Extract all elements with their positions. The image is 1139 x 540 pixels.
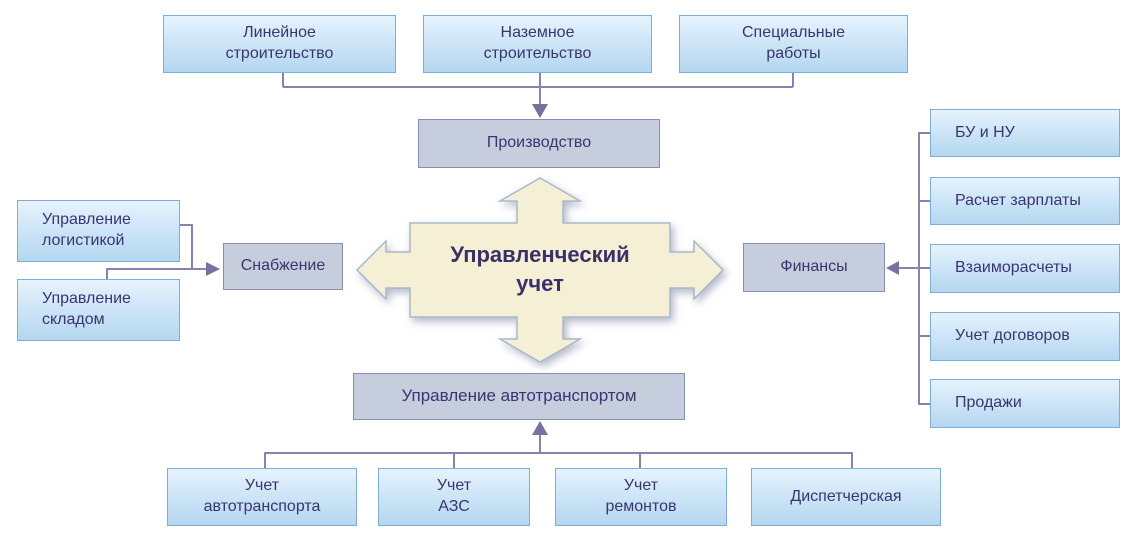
node-repairs-accounting: Учет ремонтов <box>555 468 727 526</box>
node-label-line: Взаиморасчеты <box>955 259 1072 277</box>
hub-supply: Снабжение <box>223 243 343 290</box>
node-accounting-tax: БУ и НУ <box>930 109 1120 157</box>
node-label-line: Учет договоров <box>955 327 1070 345</box>
node-logistics-management: Управление логистикой <box>17 200 180 262</box>
node-label-line: Управление <box>42 211 131 229</box>
connector-vehicle-group <box>264 421 853 468</box>
cross-title: Управленческий учет <box>410 223 670 317</box>
node-label-line: строительство <box>225 45 334 62</box>
node-label-line: Расчет зарплаты <box>955 191 1081 209</box>
connector-finance-group <box>886 132 930 405</box>
node-label-line: Учет <box>244 477 280 495</box>
node-ground-construction: Наземное строительство <box>423 15 652 73</box>
arrowhead-down-icon <box>532 104 548 118</box>
hub-label: Производство <box>486 134 592 152</box>
node-contracts: Учет договоров <box>930 312 1120 361</box>
node-vehicle-accounting: Учет автотранспорта <box>167 468 357 526</box>
cross-title-line: Управленческий <box>450 242 630 268</box>
node-label-line: Учет <box>436 477 472 495</box>
node-label-line: БУ и НУ <box>955 123 1015 141</box>
node-payroll: Расчет зарплаты <box>930 177 1120 225</box>
node-label-line: Наземное <box>500 24 575 42</box>
node-special-works: Специальные работы <box>679 15 908 73</box>
node-label-line: логистикой <box>42 232 125 249</box>
node-label-line: Линейное <box>243 24 316 42</box>
node-label-line: работы <box>766 45 821 62</box>
node-dispatch: Диспетчерская <box>751 468 941 526</box>
hub-production: Производство <box>418 119 660 168</box>
hub-label: Снабжение <box>240 257 326 275</box>
arrowhead-up-icon <box>532 421 548 435</box>
node-sales: Продажи <box>930 379 1120 428</box>
arrowhead-right-icon <box>206 262 220 276</box>
node-label-line: Продажи <box>955 394 1022 412</box>
node-warehouse-management: Управление складом <box>17 279 180 341</box>
node-label-line: строительство <box>483 45 592 62</box>
node-label-line: Управление <box>42 290 131 308</box>
node-label-line: Учет <box>623 477 659 495</box>
hub-vehicle-management: Управление автотранспортом <box>353 373 685 420</box>
node-label-line: складом <box>42 311 105 328</box>
node-label-line: АЗС <box>438 498 470 515</box>
arrowhead-left-icon <box>886 261 899 275</box>
cross-title-line: учет <box>516 271 564 296</box>
node-label-line: ремонтов <box>605 498 677 515</box>
cross-arrow-shape <box>355 177 725 363</box>
hub-label: Управление автотранспортом <box>401 386 637 406</box>
node-label-line: автотранспорта <box>203 498 321 515</box>
hub-label: Финансы <box>780 258 848 276</box>
connector-supply-group <box>106 224 220 280</box>
node-label-line: Диспетчерская <box>790 487 902 505</box>
node-gas-station-accounting: Учет АЗС <box>378 468 530 526</box>
connector-production-group <box>282 73 794 118</box>
node-linear-construction: Линейное строительство <box>163 15 396 73</box>
hub-finance: Финансы <box>743 243 885 292</box>
node-label-line: Специальные <box>741 24 846 42</box>
node-mutual-settlements: Взаиморасчеты <box>930 244 1120 293</box>
